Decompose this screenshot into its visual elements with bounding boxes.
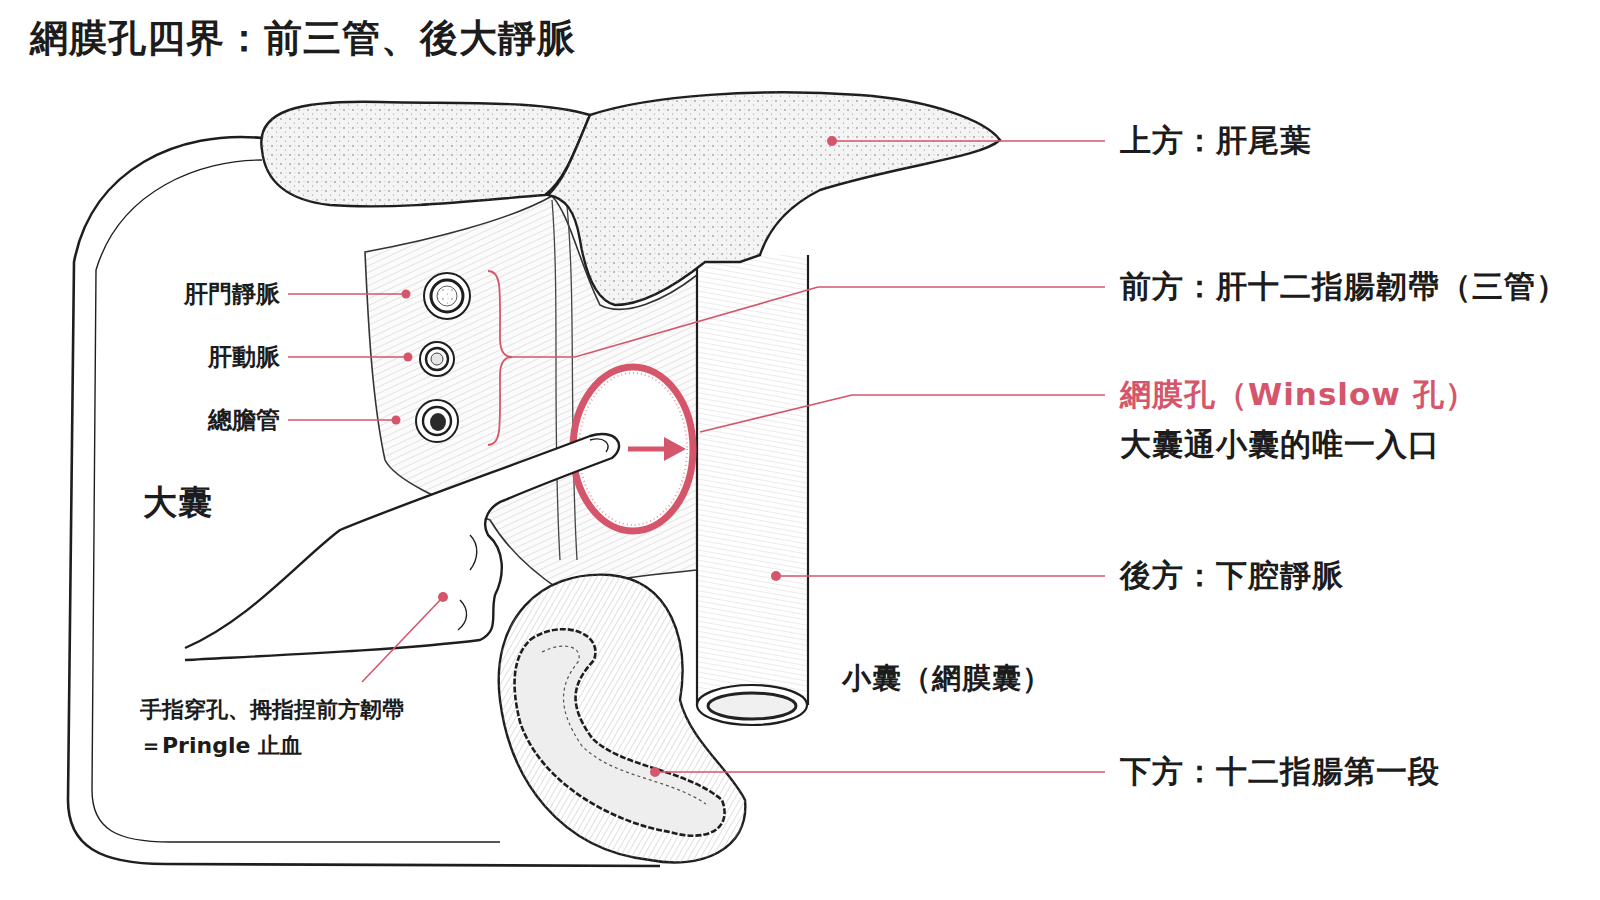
- leader-dot: [650, 767, 660, 777]
- leader-line: [512, 287, 1105, 357]
- leader-line: [700, 395, 1105, 432]
- hepatic-artery: [420, 342, 454, 376]
- caudate-stipple: [548, 92, 1000, 305]
- leader-line: [288, 356, 408, 358]
- foramen-label: 網膜孔（Winslow 孔）: [1120, 376, 1477, 413]
- leader-dot: [438, 592, 448, 602]
- hepatic-artery-lumen: [431, 353, 443, 365]
- fingernail: [590, 439, 608, 452]
- ligament-border: [567, 206, 577, 560]
- thumb-crease: [470, 535, 477, 570]
- bile-duct-lumen: [430, 413, 446, 431]
- duodenum: [499, 575, 746, 863]
- ivc-ground: [697, 255, 808, 705]
- vessel-label: 總膽管: [208, 406, 280, 435]
- vessel-label: 肝門靜脈: [184, 280, 280, 309]
- ivc-opening: [697, 685, 807, 725]
- thumb-crease: [458, 600, 467, 630]
- liver-stipple: [261, 102, 590, 207]
- duodenum-lumen: [515, 629, 725, 836]
- ivc-lumen: [708, 693, 796, 719]
- boundary-label: 上方：肝尾葉: [1120, 122, 1312, 159]
- leader-dot: [404, 353, 413, 362]
- ivc-edge: [807, 255, 809, 705]
- vessel-bracket: [488, 271, 512, 445]
- leader-dot: [402, 290, 411, 299]
- boundary-label: 後方：下腔靜脈: [1120, 557, 1344, 594]
- illustration-part: [392, 136, 838, 777]
- vessel-label: 肝動脈: [208, 343, 280, 372]
- duodenum-texture: [499, 575, 746, 863]
- bile-duct: [416, 400, 458, 442]
- portal-vein-wall: [431, 280, 463, 312]
- region-label: 大囊: [143, 482, 213, 523]
- leader-line: [832, 140, 1105, 142]
- hepatic-artery-wall: [426, 348, 448, 370]
- caudate-lobe: [548, 92, 1000, 305]
- leader-line: [288, 419, 396, 421]
- illustration-part: [288, 141, 1105, 772]
- arrow-head: [664, 437, 686, 461]
- ligament-border: [552, 200, 560, 560]
- mucosa-folds: [542, 646, 706, 804]
- leader-line: [362, 597, 443, 682]
- hand: [185, 434, 619, 660]
- leader-line: [655, 771, 1105, 773]
- direction-arrow: [628, 447, 668, 452]
- liver-lobe-left: [261, 102, 590, 207]
- leader-dot: [392, 416, 401, 425]
- leader-dot: [827, 136, 837, 146]
- boundary-label: 前方：肝十二指腸韌帶（三管）: [1120, 268, 1568, 305]
- portal-vein-lumen: [437, 286, 457, 306]
- foramen-note: 大囊通小囊的唯一入口: [1120, 426, 1440, 463]
- portal-vein: [424, 273, 470, 319]
- diagram-title: 網膜孔四界：前三管、後大靜脈: [30, 16, 576, 62]
- leader-line: [776, 575, 1105, 577]
- bile-duct-wall: [423, 407, 451, 435]
- leader-dot: [771, 571, 781, 581]
- technique-note: 手指穿孔、拇指捏前方韌帶 ＝Pringle 止血: [140, 692, 420, 764]
- region-label: 小囊（網膜囊）: [842, 661, 1052, 696]
- boundary-label: 下方：十二指腸第一段: [1120, 753, 1440, 790]
- inferior-vena-cava: [697, 255, 808, 705]
- leader-line: [288, 293, 406, 295]
